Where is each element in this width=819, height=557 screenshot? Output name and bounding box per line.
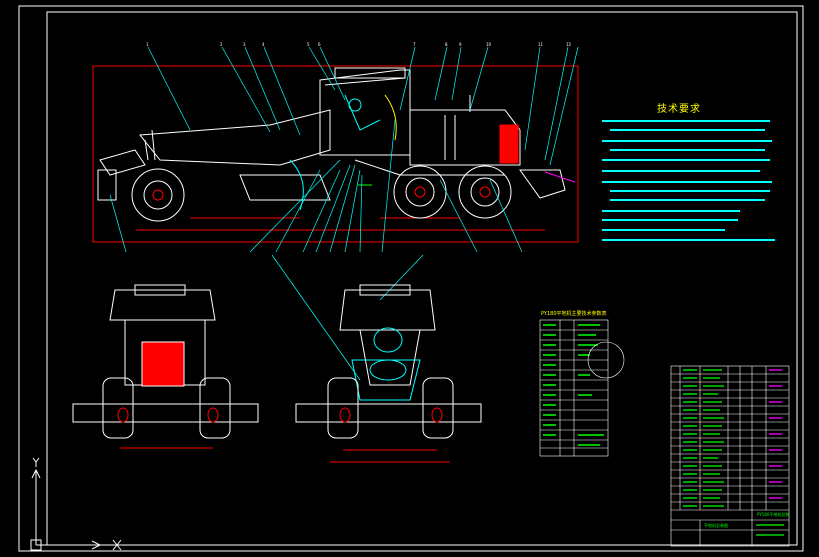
- svg-text:12: 12: [566, 42, 572, 47]
- front-view: [72, 284, 259, 449]
- svg-text:10: 10: [486, 42, 492, 47]
- outer-border: [18, 5, 804, 552]
- title-block-drawing-no: PY180平地机总装: [757, 512, 790, 517]
- spec-table: [539, 319, 625, 457]
- svg-text:8: 8: [445, 42, 448, 47]
- tech-requirements-title: 技术要求: [657, 104, 701, 115]
- svg-text:4: 4: [262, 42, 265, 47]
- svg-text:5: 5: [307, 42, 310, 47]
- parts-list: [670, 365, 790, 547]
- svg-text:7: 7: [413, 42, 416, 47]
- svg-text:6: 6: [318, 42, 321, 47]
- tech-requirements-lines: [602, 120, 775, 241]
- leader-lines-top: [109, 46, 579, 381]
- rear-view: [295, 284, 482, 463]
- svg-text:3: 3: [243, 42, 246, 47]
- svg-text:9: 9: [459, 42, 462, 47]
- side-view: [92, 65, 579, 243]
- spec-table-title: PY180平地机主要技术参数表: [541, 311, 607, 317]
- svg-text:11: 11: [538, 42, 544, 47]
- inner-border: [46, 11, 798, 546]
- ucs-axis-icon: [30, 457, 122, 551]
- svg-text:1: 1: [146, 42, 149, 47]
- title-block-name: 平地机总装图: [704, 523, 728, 528]
- svg-text:2: 2: [220, 42, 223, 47]
